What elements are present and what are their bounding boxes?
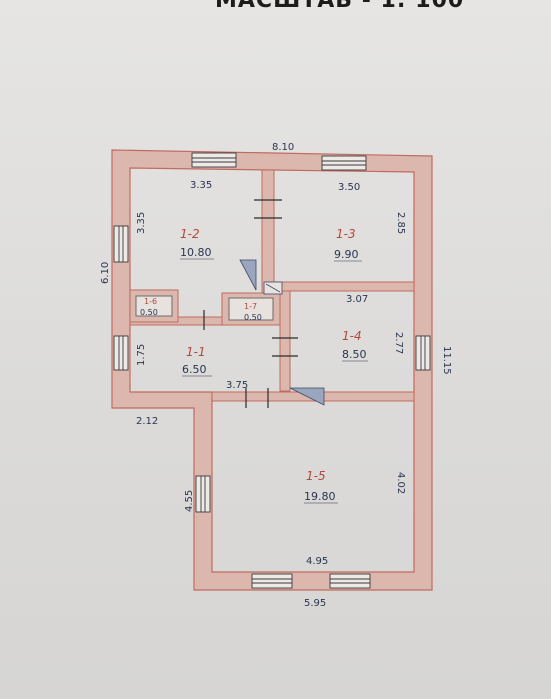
stair-hatch-lower [289, 387, 325, 406]
room-1-3-id: 1-3 [336, 227, 356, 241]
dim-room2-width: 3.35 [190, 180, 212, 191]
door-marks [203, 199, 298, 408]
room-1-5-area: 19.80 [304, 490, 336, 503]
closet-1-6 [135, 295, 173, 317]
room-1-5-id: 1-5 [306, 469, 326, 483]
room-1-3-area: 9.90 [334, 248, 359, 261]
room-1-4-id: 1-4 [342, 329, 362, 343]
dim-left-overall: 6.10 [100, 262, 111, 284]
dim-room1-height: 1.75 [136, 344, 147, 366]
room-1-4-area: 8.50 [342, 348, 367, 361]
dim-room3-width: 3.50 [338, 182, 360, 193]
dim-bottom-overall: 5.95 [304, 598, 326, 609]
dim-room5-width: 4.95 [306, 556, 328, 567]
room-1-1-area: 6.50 [182, 363, 207, 376]
room-1-2-id: 1-2 [180, 227, 200, 241]
outer-walls [111, 149, 433, 591]
windows [113, 152, 431, 589]
room-1-7-id: 1-7 [244, 302, 257, 311]
room-1-2-area: 10.80 [180, 246, 212, 259]
dim-lower-left-height: 4.55 [184, 490, 195, 512]
dim-room4-width: 3.07 [346, 294, 368, 305]
dim-room4-height: 2.77 [393, 332, 404, 354]
dim-top-overall: 8.10 [272, 142, 294, 153]
closet-1-7 [228, 297, 274, 321]
dim-room3-height: 2.85 [395, 212, 406, 234]
dimension-labels: 8.10 6.10 11.15 5.95 2.12 4.55 3.35 3.35… [100, 142, 452, 609]
room-labels: 1-2 10.80 1-3 9.90 1-4 8.50 1-1 6.50 1-5… [140, 227, 368, 504]
dim-bottom-left-step: 2.12 [136, 416, 158, 427]
dim-room5-height: 4.02 [395, 472, 406, 494]
room-1-6-area: 0.50 [140, 308, 158, 317]
dim-room2-height: 3.35 [136, 212, 147, 234]
stair-hatch-upper [239, 259, 257, 291]
scale-title: МАСШТАБ - 1: 100 [215, 0, 465, 13]
room-1-7-area: 0.50 [244, 313, 262, 322]
room-1-1-id: 1-1 [186, 345, 206, 359]
room-1-6-id: 1-6 [144, 297, 157, 306]
dim-room1-width: 3.75 [226, 380, 248, 391]
dim-right-overall: 11.15 [441, 346, 452, 375]
